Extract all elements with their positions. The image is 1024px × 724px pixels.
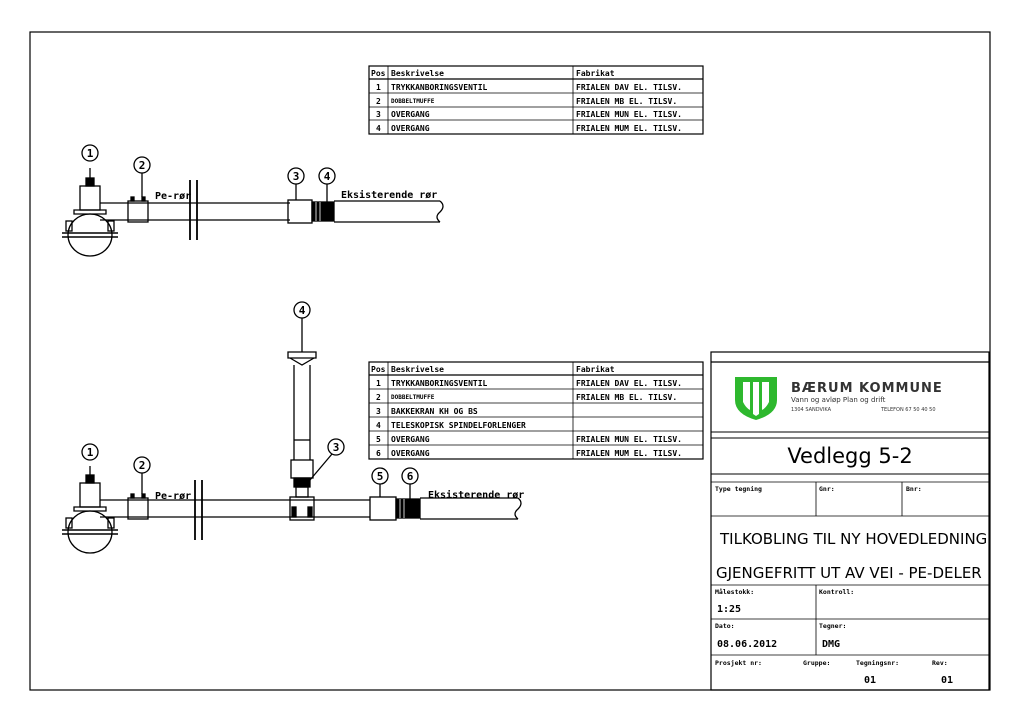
date-value: 08.06.2012 xyxy=(717,639,777,650)
table1-cell: TRYKKANBORINGSVENTIL xyxy=(391,83,488,92)
revision-value: 01 xyxy=(941,675,953,686)
parts-table-1: Pos Beskrivelse Fabrikat 1 TRYKKANBORING… xyxy=(368,65,704,135)
table2-cell: FRIALEN MUN EL. TILSV. xyxy=(576,435,682,444)
drawing-title-line-2: GJENGEFRITT UT AV VEI - PE-DELER xyxy=(716,564,982,582)
transition-piece-4 xyxy=(311,201,335,222)
transition-piece-3 xyxy=(287,199,313,224)
table1-header-desc: Beskrivelse xyxy=(391,68,444,78)
org-phone: TELEFON 67 50 40 50 xyxy=(880,407,936,413)
table1-cell: 1 xyxy=(376,83,381,92)
tapping-valve xyxy=(79,482,101,508)
transition-piece-5 xyxy=(369,496,397,521)
table1-cell: DOBBELTMUFFE xyxy=(391,98,435,105)
bærum-kommune-logo-icon xyxy=(735,377,777,420)
org-name: BÆRUM KOMMUNE xyxy=(791,381,943,396)
table2-header-desc: Beskrivelse xyxy=(391,364,444,374)
table2-cell: DOBBELTMUFFE xyxy=(391,394,435,401)
table2-header-make: Fabrikat xyxy=(576,364,615,374)
org-department: Vann og avløp Plan og drift xyxy=(791,396,886,404)
bnr-label: Bnr: xyxy=(906,485,922,493)
drawing-number-value: 01 xyxy=(864,675,876,686)
table1-cell: FRIALEN DAV EL. TILSV. xyxy=(576,83,682,92)
group-label: Gruppe: xyxy=(803,659,830,667)
revision-label: Rev: xyxy=(932,659,948,667)
callout-label: 2 xyxy=(139,459,146,472)
table2-cell: TRYKKANBORINGSVENTIL xyxy=(391,379,488,388)
callout-label: 6 xyxy=(407,470,414,483)
callout-label: 3 xyxy=(333,441,340,454)
pe-pipe-label: Pe-rør xyxy=(155,491,191,502)
table1-cell: OVERGANG xyxy=(391,110,430,119)
scale-value: 1:25 xyxy=(717,604,741,615)
table2-cell: 4 xyxy=(376,421,381,430)
table2-cell: FRIALEN DAV EL. TILSV. xyxy=(576,379,682,388)
pe-pipe-label: Pe-rør xyxy=(155,191,191,202)
table2-header-pos: Pos xyxy=(371,365,386,374)
telescopic-extension xyxy=(290,459,314,479)
table1-cell: FRIALEN MUM EL. TILSV. xyxy=(576,124,682,133)
document-title: Vedlegg 5-2 xyxy=(787,444,912,468)
double-coupling xyxy=(127,497,149,520)
callout-label: 4 xyxy=(299,304,306,317)
table1-cell: FRIALEN MUN EL. TILSV. xyxy=(576,110,682,119)
drawing-number-label: Tegningsnr: xyxy=(856,659,899,667)
table2-cell: OVERGANG xyxy=(391,449,430,458)
existing-pipe-label: Eksisterende rør xyxy=(341,189,437,201)
table1-header-pos: Pos xyxy=(371,69,386,78)
sheet-border xyxy=(29,31,991,691)
double-coupling xyxy=(127,200,149,223)
control-label: Kontroll: xyxy=(819,588,854,596)
scale-label: Målestokk: xyxy=(715,587,754,596)
callout-label: 2 xyxy=(139,159,146,172)
table2-cell: FRIALEN MUM EL. TILSV. xyxy=(576,449,682,458)
table1-cell: 3 xyxy=(376,110,381,119)
callout-label: 1 xyxy=(87,147,94,160)
tapping-valve xyxy=(79,185,101,211)
gnr-label: Gnr: xyxy=(819,485,835,493)
table1-cell: FRIALEN MB EL. TILSV. xyxy=(576,97,677,106)
drawn-by-label: Tegner: xyxy=(819,622,846,630)
table2-cell: 1 xyxy=(376,379,381,388)
callout-label: 4 xyxy=(324,170,331,183)
table2-cell: FRIALEN MB EL. TILSV. xyxy=(576,393,677,402)
table2-cell: 2 xyxy=(376,393,381,402)
transition-piece-6 xyxy=(395,498,421,519)
table2-cell: 6 xyxy=(376,449,381,458)
callout-label: 5 xyxy=(377,470,384,483)
callout-label: 1 xyxy=(87,446,94,459)
table2-cell: 3 xyxy=(376,407,381,416)
callout-label: 3 xyxy=(293,170,300,183)
parts-table-2: Pos Beskrivelse Fabrikat 1 TRYKKANBORING… xyxy=(368,361,704,460)
type-drawing-label: Type tegning xyxy=(715,485,762,493)
table1-cell: OVERGANG xyxy=(391,124,430,133)
date-label: Dato: xyxy=(715,622,735,630)
org-address: 1304 SANDVIKA xyxy=(791,407,832,413)
project-number-label: Prosjekt nr: xyxy=(715,659,762,667)
table2-cell: 5 xyxy=(376,435,381,444)
connection-diagram-2 xyxy=(62,301,522,554)
table1-cell: 4 xyxy=(376,124,381,133)
drawing-title-line-1: TILKOBLING TIL NY HOVEDLEDNING xyxy=(719,530,987,548)
connection-diagram-1 xyxy=(62,144,444,257)
title-block xyxy=(710,351,990,691)
table1-header-make: Fabrikat xyxy=(576,68,615,78)
table2-cell: OVERGANG xyxy=(391,435,430,444)
drawn-by-value: DMG xyxy=(822,639,840,650)
table2-cell: BAKKEKRAN KH OG BS xyxy=(391,407,478,416)
table1-cell: 2 xyxy=(376,97,381,106)
existing-pipe-label: Eksisterende rør xyxy=(428,489,524,501)
table2-cell: TELESKOPISK SPINDELFORLENGER xyxy=(391,421,526,430)
